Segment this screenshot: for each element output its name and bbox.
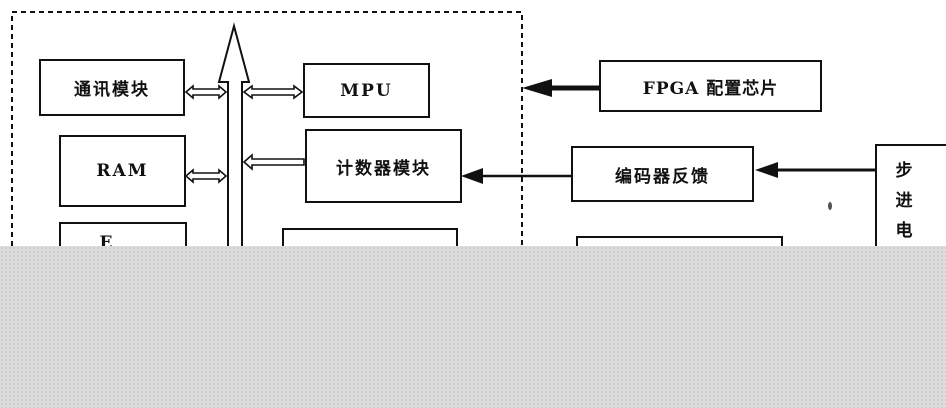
- arrowhead-motor-encoder: [755, 162, 778, 178]
- mpu-label: MPU: [340, 80, 393, 101]
- bus-arrow: [217, 22, 251, 246]
- scan-speck: [828, 202, 832, 210]
- arrowhead-encoder-counter: [461, 168, 483, 184]
- fpga-config-label: FPGA 配置芯片: [642, 78, 779, 99]
- double-arrow-comm-bus: [184, 84, 228, 100]
- counter-module-box: 计数器模块: [305, 129, 462, 203]
- fpga-dashed-boundary: [11, 11, 523, 246]
- fpga-config-box: FPGA 配置芯片: [599, 60, 822, 112]
- comm-module-label: 通讯模块: [74, 80, 150, 100]
- arrow-counter-to-bus: [242, 153, 305, 171]
- mpu-box: MPU: [303, 63, 430, 118]
- ram-label: RAM: [96, 161, 149, 181]
- partial-box-right-bottom: [576, 236, 783, 246]
- partial-box-center-bottom: [282, 228, 458, 246]
- stepper-motor-label: 步 进 电: [875, 156, 933, 246]
- arrowhead-fpga-config: [522, 79, 552, 97]
- counter-module-label: 计数器模块: [336, 158, 431, 179]
- gray-occluded-region: [0, 246, 946, 408]
- double-arrow-ram-bus: [184, 168, 228, 184]
- stepper-char-3: 电: [895, 221, 913, 241]
- encoder-feedback-box: 编码器反馈: [571, 146, 754, 202]
- stepper-motor-box: [875, 144, 946, 254]
- encoder-feedback-label: 编码器反馈: [615, 166, 710, 187]
- stepper-char-1: 步: [895, 161, 913, 181]
- ram-box: RAM: [59, 135, 186, 207]
- partial-box-left-bottom: [59, 222, 187, 246]
- comm-module-box: 通讯模块: [39, 59, 185, 116]
- stepper-char-2: 进: [895, 191, 913, 211]
- double-arrow-bus-mpu: [242, 84, 304, 100]
